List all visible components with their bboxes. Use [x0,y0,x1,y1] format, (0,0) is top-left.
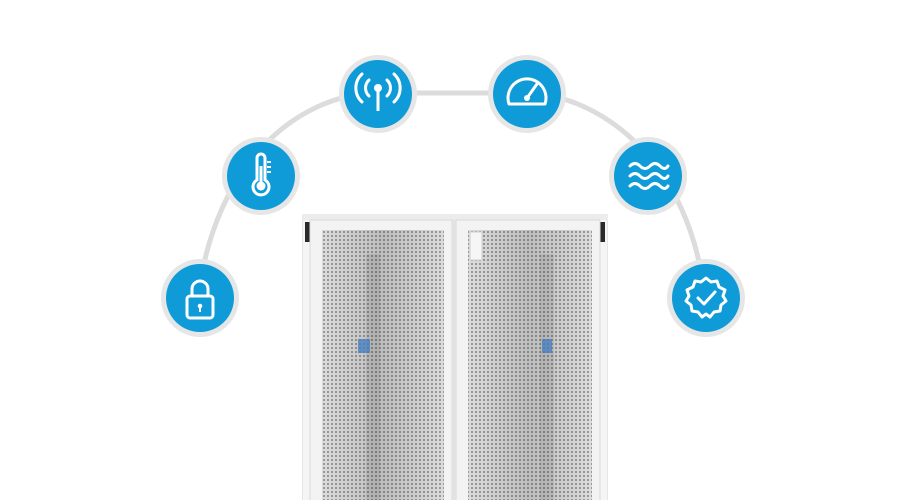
left-door-latch [358,339,370,353]
door-handle [469,231,483,261]
padlock-icon [185,279,215,320]
connectivity-feature [339,55,417,133]
speedometer-icon [506,77,548,106]
temperature-feature [222,137,300,215]
airflow-feature [609,137,687,215]
thermometer-icon [251,152,271,197]
right-door-latch [542,339,552,353]
server-rack-cabinet [302,214,608,500]
badge-check-icon [684,276,728,319]
performance-feature [488,55,566,133]
certification-feature [667,259,745,337]
wavy-lines-icon [628,162,670,190]
wireless-antenna-icon [354,72,402,111]
security-feature [161,259,239,337]
right-door [455,219,601,500]
left-door [309,219,453,500]
